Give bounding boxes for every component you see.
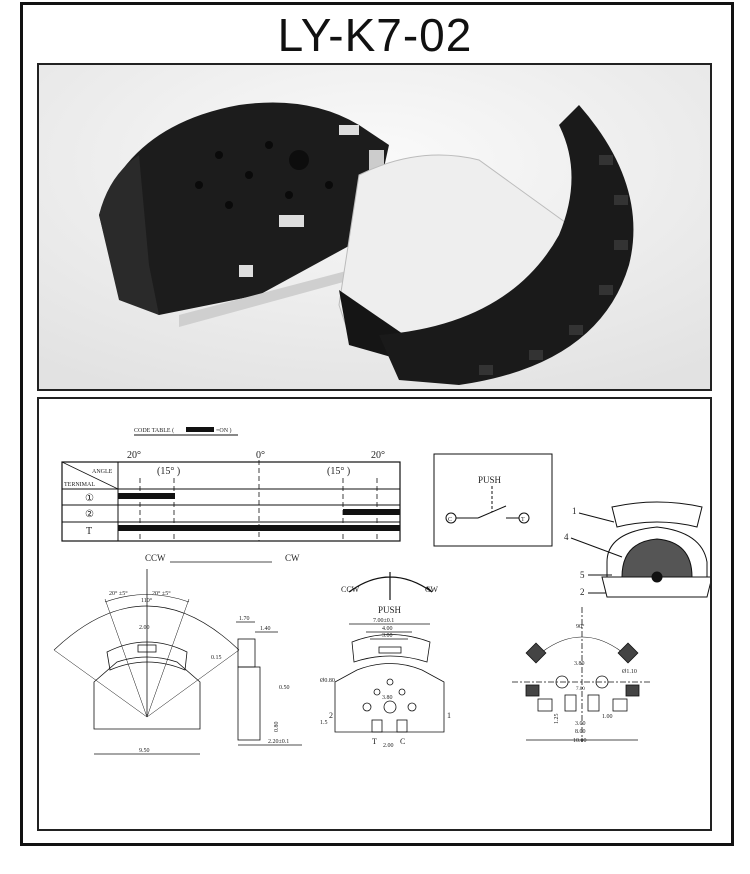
- part-label-5: 5: [580, 570, 585, 580]
- pin-1: 1: [447, 711, 451, 720]
- angle-header: ANGLE: [92, 469, 113, 475]
- part-label-4: 4: [564, 532, 569, 542]
- ccw-label: CCW: [145, 553, 166, 563]
- dim-1-5: 1.5: [320, 720, 328, 726]
- dim-dia-1-10: Ø1.10: [622, 669, 637, 675]
- sub-angle-left: (15° ): [157, 466, 180, 477]
- dim-110: 110°: [141, 597, 153, 604]
- angle-right: 20°: [371, 450, 385, 461]
- row-label-1: ①: [85, 493, 94, 504]
- dim-0-80: 0.80: [274, 722, 280, 733]
- side-view: [236, 621, 302, 746]
- pin-t: T: [372, 737, 377, 746]
- terminal-t: T: [521, 517, 525, 523]
- angle-left: 20°: [127, 450, 141, 461]
- dim-8-00: 8.00: [575, 729, 586, 735]
- terminal-header: TERNIMAL: [64, 482, 95, 488]
- code-bar-2: [343, 509, 400, 515]
- push-label: PUSH: [478, 475, 502, 485]
- code-bar-1: [118, 493, 175, 499]
- code-table: [61, 434, 401, 542]
- code-table-caption-suffix: =ON ): [216, 427, 232, 434]
- left-switch-image: [99, 102, 389, 327]
- dim-9-50: 9.50: [139, 748, 150, 754]
- dim-90: 90°: [576, 623, 585, 630]
- dim-0-15: 0.15: [211, 655, 222, 661]
- pin-c: C: [400, 737, 405, 746]
- on-legend-swatch: [186, 427, 214, 432]
- push-schematic: [433, 453, 553, 547]
- dim-10-00: 10.00: [573, 738, 587, 744]
- dim-3-00-fp: 3.00: [575, 721, 586, 727]
- dim-7-00-fp: 7.00: [576, 687, 585, 692]
- outer-frame: [20, 2, 734, 846]
- technical-drawing: CODE TABLE ( =ON ) 20° 0° 20° (15° ) (15…: [37, 397, 713, 831]
- dim-1-40: 1.40: [260, 626, 271, 632]
- dim-angle-right: 20° ±5°: [152, 590, 171, 597]
- right-switch-image: [338, 105, 634, 385]
- code-bar-t: [118, 525, 400, 531]
- bottom-view: [334, 572, 445, 733]
- bottom-push-label: PUSH: [378, 605, 402, 615]
- dim-fp-3-80: 3.80: [574, 661, 585, 667]
- part-label-1: 1: [572, 506, 577, 516]
- dim-3-00: 3.00: [382, 633, 393, 639]
- front-view: [53, 561, 272, 755]
- sub-angle-right: (15° ): [327, 466, 350, 477]
- product-photo: [37, 63, 712, 391]
- angle-center: 0°: [256, 450, 265, 461]
- bottom-cw-label: CW: [425, 585, 438, 594]
- product-title: LY-K7-02: [277, 9, 473, 61]
- exploded-view: [570, 501, 713, 598]
- row-label-t: T: [86, 526, 92, 537]
- code-table-caption: CODE TABLE (: [134, 427, 174, 434]
- pcb-footprint: [512, 607, 652, 742]
- dim-1-00: 1.00: [602, 714, 613, 720]
- dim-2-00: 2.00: [139, 625, 150, 631]
- dim-1-70: 1.70: [239, 616, 250, 622]
- part-label-2: 2: [580, 587, 585, 597]
- dim-2-00-pins: 2.00: [383, 743, 394, 749]
- terminal-c: C: [448, 517, 452, 523]
- bottom-ccw-label: CCW: [341, 585, 360, 594]
- dim-dia-0-80: Ø0.80: [320, 678, 335, 684]
- dim-angle-left: 20° ±5°: [109, 590, 128, 597]
- dim-4-00: 4.00: [382, 626, 393, 632]
- pin-2: 2: [329, 711, 333, 720]
- dim-0-50: 0.50: [279, 685, 290, 691]
- dim-7-00: 7.00±0.1: [373, 618, 394, 624]
- dim-2-20: 2.20±0.1: [268, 739, 289, 745]
- dim-3-80: 3.80: [382, 695, 393, 701]
- dim-1-25: 1.25: [554, 714, 560, 725]
- cw-label: CW: [285, 553, 300, 563]
- row-label-2: ②: [85, 509, 94, 520]
